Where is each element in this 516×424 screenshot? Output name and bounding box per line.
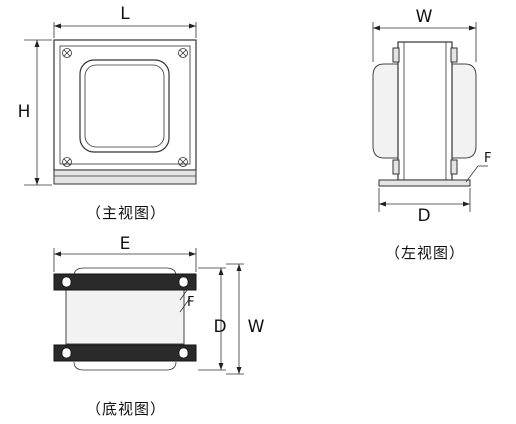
side-label-d: D (417, 206, 430, 226)
side-dimension-w: W (372, 7, 477, 62)
bottom-view-caption: （底视图） (86, 400, 166, 418)
side-coil-right (451, 63, 477, 159)
bottom-dimension-e: E (53, 234, 197, 272)
bottom-core (65, 289, 185, 345)
side-bolt-bottom-left-icon (392, 159, 400, 175)
front-bolt-bottom-right-icon (178, 157, 188, 167)
front-label-l: L (120, 4, 130, 24)
bottom-label-w: W (248, 317, 265, 337)
bottom-strap-bottom (53, 344, 197, 362)
front-bolt-top-left-icon (62, 48, 72, 58)
bottom-dimension-d: D (198, 267, 227, 371)
front-base-plate (53, 169, 197, 185)
bottom-slot-top-right-icon (178, 276, 189, 288)
bottom-strap-top (53, 273, 197, 291)
front-dimension-l: L (53, 4, 197, 38)
bottom-coil-outline (73, 267, 177, 371)
front-window-inner (84, 64, 165, 148)
front-window (79, 59, 170, 153)
bottom-label-d: D (213, 317, 226, 337)
front-view: L H (18, 4, 197, 222)
front-view-caption: （主视图） (86, 204, 166, 222)
side-view-caption: （左视图） (385, 244, 465, 262)
side-label-w: W (416, 7, 433, 27)
side-base-foot (378, 179, 471, 187)
bottom-label-e: E (120, 234, 131, 254)
bottom-dimension-f: F (179, 285, 194, 313)
bottom-slot-top-left-icon (61, 276, 72, 288)
front-bolt-top-right-icon (178, 48, 188, 58)
side-coil-left (372, 63, 399, 159)
side-dimension-d: D (378, 188, 471, 226)
bottom-dimension-w: W (226, 263, 265, 375)
bottom-view: E F D (53, 234, 265, 418)
bottom-slot-bottom-left-icon (61, 347, 72, 359)
front-dimension-h: H (18, 39, 52, 186)
front-bolt-bottom-left-icon (62, 157, 72, 167)
side-bolt-top-left-icon (392, 47, 400, 63)
bottom-label-f: F (187, 295, 194, 310)
side-bolt-top-right-icon (450, 47, 458, 63)
front-label-h: H (18, 102, 31, 122)
side-dimension-f: F (465, 151, 491, 183)
side-label-f: F (484, 151, 491, 166)
side-core (397, 41, 453, 181)
side-view: W F D （左视图） (372, 7, 491, 262)
side-bolt-bottom-right-icon (450, 159, 458, 175)
bottom-slot-bottom-right-icon (178, 347, 189, 359)
front-inner-frame (59, 45, 191, 165)
